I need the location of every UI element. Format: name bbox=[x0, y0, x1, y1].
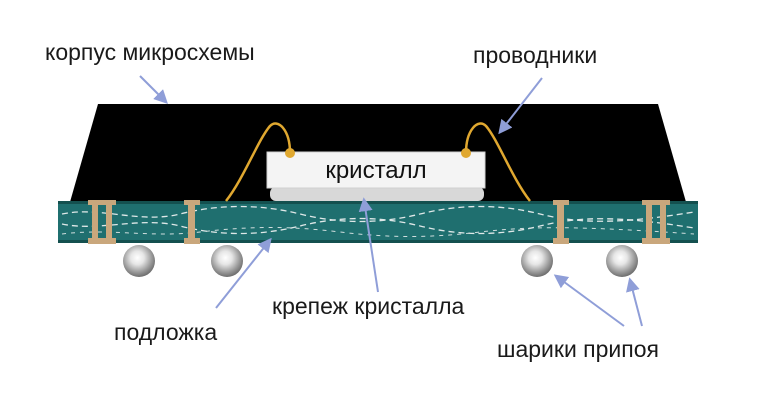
label-package: корпус микросхемы bbox=[45, 39, 255, 65]
crystal-label: кристалл bbox=[325, 157, 426, 184]
arrow-solder-ball-1 bbox=[553, 274, 625, 327]
solder-ball bbox=[521, 245, 553, 277]
die-attach bbox=[270, 187, 484, 201]
crystal bbox=[266, 151, 486, 189]
solder-ball bbox=[123, 245, 155, 277]
solder-ball bbox=[606, 245, 638, 277]
pointer-arrows bbox=[139, 75, 643, 327]
arrow-substrate bbox=[215, 237, 272, 309]
bond-pad-right bbox=[461, 148, 471, 158]
bond-wires bbox=[225, 122, 531, 202]
bond-pad-left bbox=[285, 148, 295, 158]
arrow-solder-ball-2 bbox=[626, 277, 643, 327]
label-solder-balls: шарики припоя bbox=[497, 336, 659, 362]
substrate bbox=[58, 201, 698, 243]
arrow-wires bbox=[498, 77, 543, 135]
label-die-attach: крепеж кристалла bbox=[272, 293, 465, 319]
solder-ball bbox=[211, 245, 243, 277]
arrow-die-attach bbox=[358, 197, 379, 293]
label-substrate: подложка bbox=[114, 319, 217, 345]
arrow-package bbox=[139, 75, 168, 104]
substrate-vias bbox=[88, 200, 670, 244]
solder-balls bbox=[123, 245, 638, 277]
label-wires: проводники bbox=[473, 42, 597, 68]
